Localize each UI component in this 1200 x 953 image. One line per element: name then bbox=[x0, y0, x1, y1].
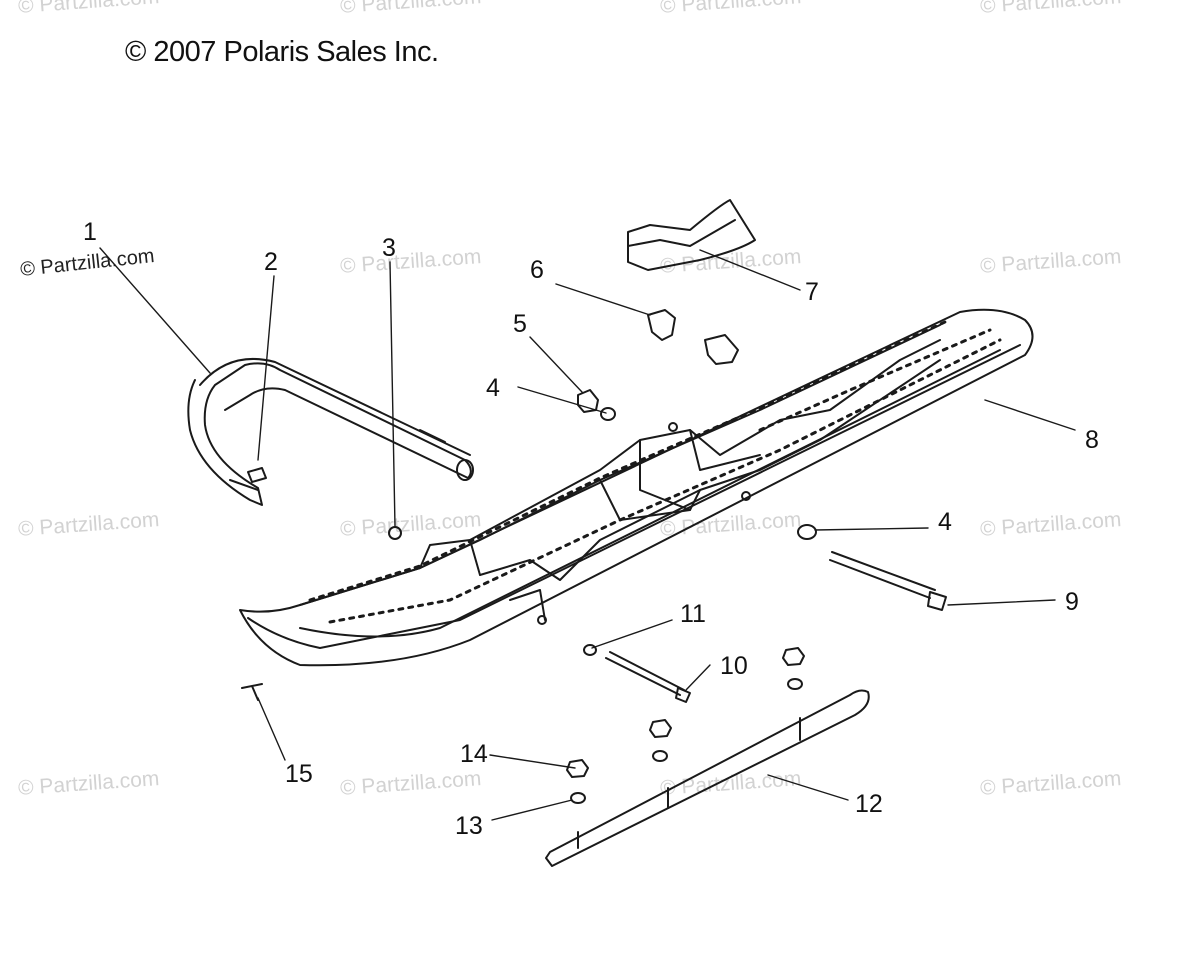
carbide-runner bbox=[545, 689, 870, 867]
washer bbox=[583, 644, 597, 656]
flange-bushing bbox=[647, 309, 676, 341]
callout-7: 7 bbox=[805, 278, 819, 306]
washer bbox=[570, 792, 586, 804]
ski-body bbox=[239, 308, 1034, 667]
nut bbox=[566, 759, 589, 778]
callout-11: 11 bbox=[680, 600, 706, 628]
callout-6: 6 bbox=[530, 256, 544, 284]
leader-lines bbox=[99, 247, 1076, 821]
bolt bbox=[829, 551, 936, 599]
callout-2: 2 bbox=[264, 248, 278, 276]
washer bbox=[652, 750, 668, 762]
rivet bbox=[247, 467, 267, 483]
callout-4: 4 bbox=[938, 508, 952, 536]
washer bbox=[787, 678, 803, 690]
bushing bbox=[577, 389, 599, 413]
callout-5: 5 bbox=[513, 310, 527, 338]
callout-12: 12 bbox=[855, 790, 883, 818]
nut bbox=[649, 719, 672, 738]
callout-4: 4 bbox=[486, 374, 500, 402]
callout-3: 3 bbox=[382, 234, 396, 262]
callout-1: 1 bbox=[83, 218, 97, 246]
copyright-text: © 2007 Polaris Sales Inc. bbox=[125, 36, 439, 68]
washer bbox=[600, 407, 616, 421]
callout-13: 13 bbox=[455, 812, 483, 840]
flange-bushing bbox=[704, 334, 739, 365]
callout-9: 9 bbox=[1065, 588, 1079, 616]
ski-handle bbox=[187, 358, 474, 506]
washer bbox=[797, 524, 817, 540]
nut bbox=[388, 526, 402, 540]
callout-14: 14 bbox=[460, 740, 488, 768]
pin bbox=[241, 683, 263, 701]
bolt bbox=[605, 651, 685, 696]
callout-10: 10 bbox=[720, 652, 748, 680]
nut bbox=[782, 647, 805, 666]
skid-pad bbox=[627, 199, 756, 271]
callout-15: 15 bbox=[285, 760, 313, 788]
callout-8: 8 bbox=[1085, 426, 1099, 454]
